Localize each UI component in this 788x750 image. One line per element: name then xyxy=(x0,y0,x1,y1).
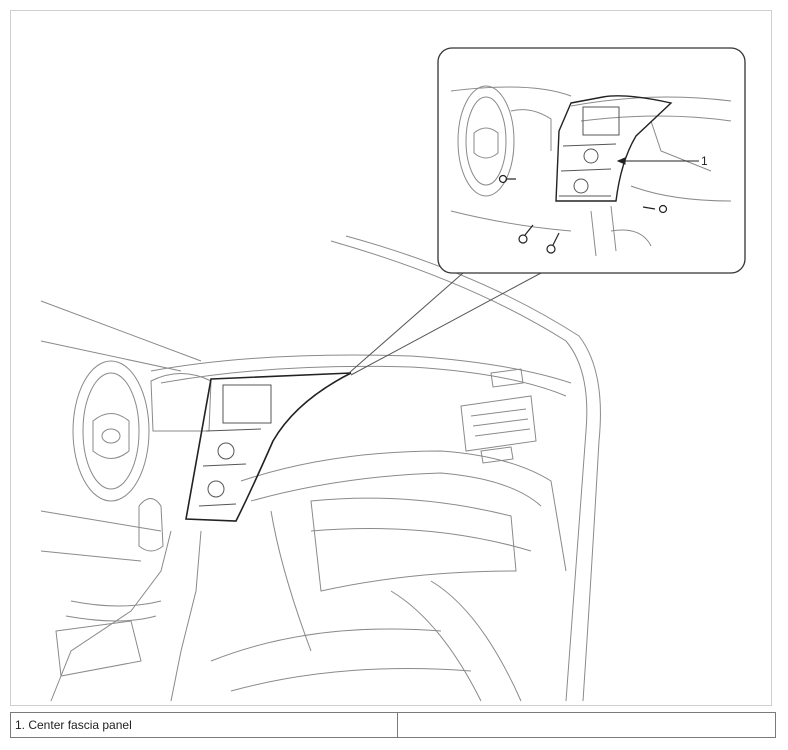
legend-cell-empty xyxy=(397,712,776,738)
center-fascia-details xyxy=(198,384,272,507)
screw-icon-group xyxy=(498,174,668,254)
leader-lines xyxy=(348,272,542,376)
figure-frame: 1 xyxy=(10,10,772,706)
callout-number: 1 xyxy=(701,154,708,168)
detail-inset xyxy=(437,47,746,274)
legend-cell-item: 1. Center fascia panel xyxy=(10,712,398,738)
main-dashboard-drawing xyxy=(40,235,601,702)
dashboard-illustration xyxy=(40,47,746,702)
legend-row: 1. Center fascia panel xyxy=(10,712,776,738)
center-fascia-highlight xyxy=(185,372,352,522)
legend-table: 1. Center fascia panel xyxy=(10,712,776,738)
